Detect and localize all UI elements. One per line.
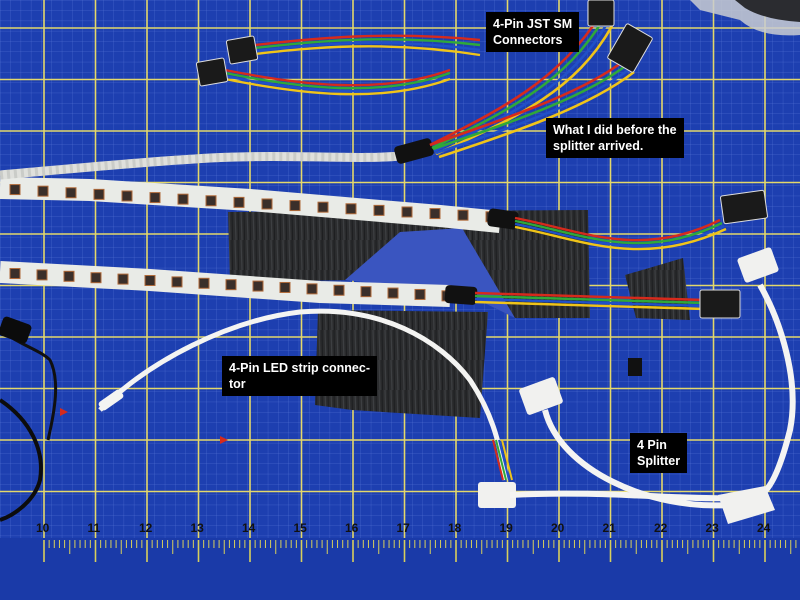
jst-connectors: [195, 0, 768, 319]
ruler-number: 22: [654, 521, 668, 535]
led-chip: [36, 269, 48, 281]
led-chip: [429, 208, 441, 220]
white-cable-texture: [0, 151, 401, 180]
led-chip: [171, 276, 183, 288]
led-chip: [205, 195, 217, 207]
small-black-piece: [628, 358, 642, 376]
black-cable: [0, 398, 43, 522]
led-chip: [63, 270, 75, 282]
led-chip: [90, 272, 102, 284]
led-chip: [233, 196, 245, 208]
red-marker-2: [220, 436, 228, 444]
splitter-connector-left: [519, 377, 563, 415]
led-chip: [117, 273, 129, 285]
led-chip: [333, 284, 345, 296]
ruler-number: 23: [705, 521, 719, 535]
led-chip: [360, 286, 372, 298]
splitter-cable-a: [509, 490, 731, 502]
splitter-body: [718, 486, 775, 524]
led-chip: [279, 281, 291, 293]
led-chip: [149, 192, 161, 204]
wires-loose-top: [224, 34, 481, 96]
led-chip: [345, 203, 357, 215]
wires-strip-lower: [474, 291, 706, 311]
led-chip: [457, 209, 469, 221]
label-jst-connectors: 4-Pin JST SM Connectors: [486, 12, 580, 52]
box-edge: [735, 0, 800, 22]
led-chip: [306, 283, 318, 295]
led-chip: [387, 287, 399, 299]
black-plug: [0, 316, 32, 344]
ruler-number: 12: [139, 521, 153, 535]
ruler-number: 16: [345, 521, 359, 535]
heat-shrink-lower-strip: [444, 285, 478, 305]
led-chip: [121, 190, 133, 202]
label-led-strip-connector: 4-Pin LED strip connec- tor: [222, 356, 377, 396]
led-chip: [9, 268, 21, 280]
led-chip: [65, 187, 77, 199]
led-chip: [144, 274, 156, 286]
ruler-strip: [0, 538, 800, 600]
led-chip: [289, 200, 301, 212]
led-chip: [177, 193, 189, 205]
led-connector-plug: [478, 482, 516, 508]
ruler-number: 17: [396, 521, 410, 535]
led-chip: [373, 204, 385, 216]
red-marker-1: [60, 408, 68, 416]
wires-strip-upper: [514, 216, 727, 251]
led-chip: [37, 185, 49, 197]
ruler-number: 18: [448, 521, 462, 535]
ruler-ticks: [43, 540, 797, 562]
led-chip: [93, 188, 105, 200]
led-chip: [401, 206, 413, 218]
led-connector-cable: [98, 308, 508, 481]
led-chips-lower: [9, 268, 453, 302]
heat-shrink-top: [394, 138, 434, 164]
ruler-number: 24: [757, 521, 771, 535]
wires-top-bundle: [429, 14, 635, 159]
led-chip: [252, 280, 264, 292]
ruler-number: 21: [602, 521, 616, 535]
ruler-number: 20: [551, 521, 565, 535]
led-chip: [317, 201, 329, 213]
splitter-cable-b: [542, 409, 729, 509]
led-chip: [9, 184, 21, 196]
led-chip: [198, 277, 210, 289]
ruler-number: 13: [190, 521, 204, 535]
led-chip: [225, 279, 237, 291]
ruler-number: 14: [242, 521, 256, 535]
led-chip: [261, 198, 273, 210]
ruler-number: 19: [499, 521, 513, 535]
led-chip: [414, 288, 426, 300]
label-before-splitter: What I did before the splitter arrived.: [546, 118, 684, 158]
label-splitter: 4 Pin Splitter: [630, 433, 688, 473]
splitter-cable-c: [757, 283, 796, 498]
ruler-number: 10: [36, 521, 50, 535]
splitter-connector-top: [737, 247, 779, 283]
ruler-number: 15: [293, 521, 307, 535]
heat-shrink-upper-strip: [487, 208, 519, 230]
led-connector-pin-end: [98, 389, 124, 411]
led-connector-wires: [492, 439, 513, 481]
ruler-number: 11: [87, 521, 101, 535]
